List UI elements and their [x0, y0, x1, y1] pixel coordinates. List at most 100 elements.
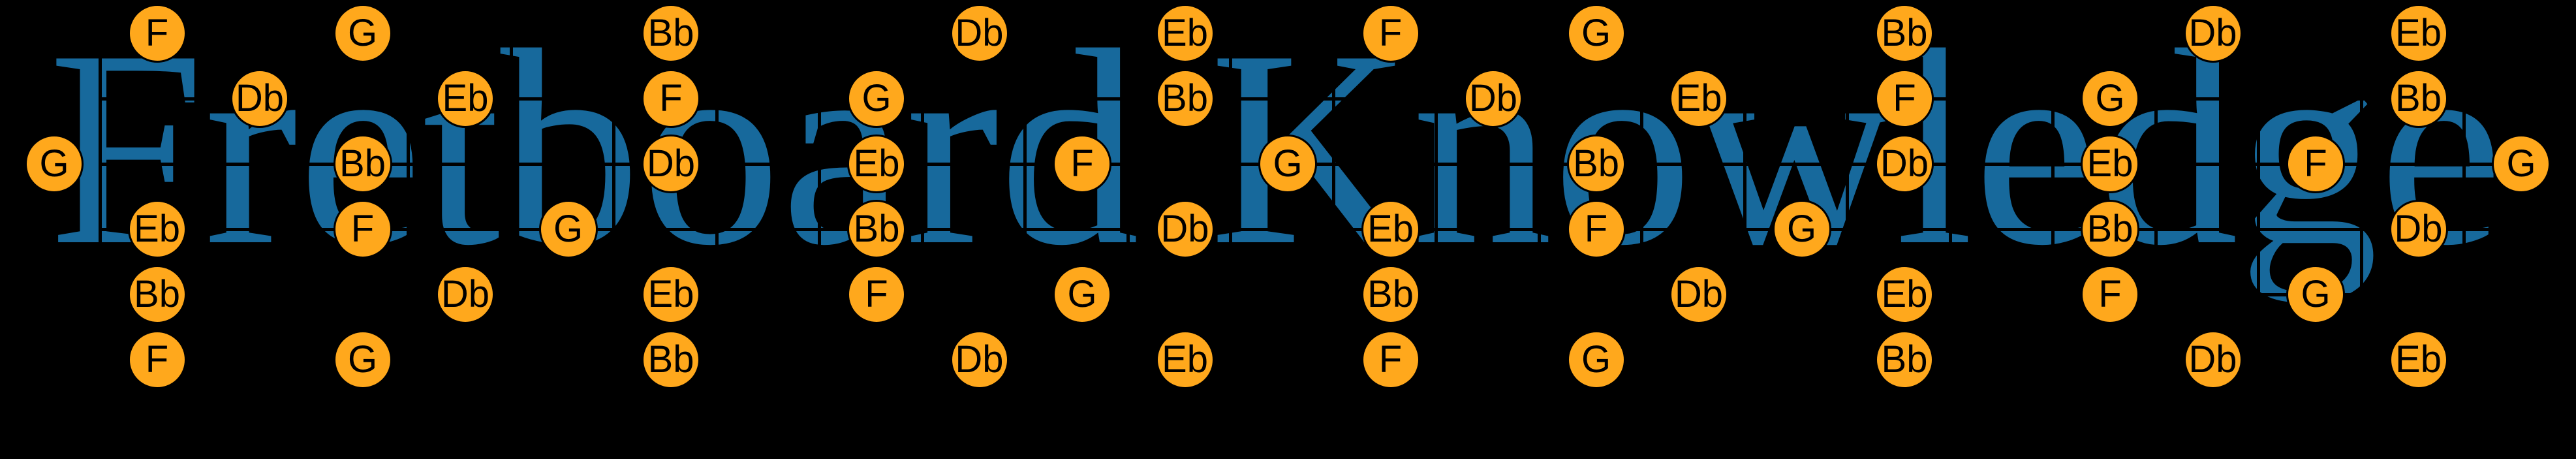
note-label: Db: [1160, 208, 1209, 250]
fret-line-18: [1948, 31, 1952, 362]
note-label: G: [39, 142, 69, 185]
note-label: G: [553, 208, 583, 250]
note-label: Db: [646, 142, 696, 185]
note-marker-s4-f17: G: [1772, 200, 1831, 259]
note-label: F: [1378, 338, 1403, 381]
string-line-2: [100, 97, 2576, 101]
note-label: Eb: [1162, 338, 1208, 381]
note-label: F: [2304, 142, 2327, 185]
fret-line-10: [1126, 31, 1130, 362]
note-marker-s1-f15: G: [1566, 4, 1626, 63]
note-label: Db: [2394, 208, 2443, 250]
note-label: Db: [1880, 142, 1929, 185]
string-line-4: [100, 227, 2576, 231]
note-label: F: [1893, 77, 1916, 119]
note-label: Db: [1674, 273, 1724, 315]
note-marker-s5-f4: Db: [436, 265, 495, 324]
note-label: Bb: [2087, 208, 2134, 250]
fret-line-14: [1537, 31, 1541, 362]
note-marker-s1-f9: Db: [950, 4, 1009, 63]
note-marker-s1-f3: G: [333, 4, 392, 63]
note-marker-s4-f3: F: [333, 200, 392, 259]
nut-line: [98, 31, 102, 362]
note-label: Eb: [134, 208, 180, 250]
note-marker-s6-f18: Bb: [1875, 330, 1934, 389]
note-marker-s3-f10: F: [1053, 135, 1111, 193]
fret-line-1: [201, 31, 204, 362]
note-marker-s5-f18: Eb: [1875, 265, 1934, 324]
note-marker-s1-f18: Bb: [1875, 4, 1934, 63]
note-label: G: [347, 338, 378, 381]
note-marker-s2-f4: Eb: [436, 69, 495, 128]
note-label: G: [1067, 273, 1097, 315]
note-label: Eb: [442, 77, 489, 119]
note-label: Bb: [339, 142, 386, 185]
note-label: Bb: [134, 273, 180, 315]
note-marker-s2-f14: Db: [1464, 69, 1523, 128]
note-label: G: [347, 12, 378, 54]
note-marker-s1-f6: Bb: [642, 4, 700, 63]
note-label: Bb: [1881, 338, 1928, 381]
fret-line-3: [407, 31, 410, 362]
string-line-3: [100, 162, 2576, 166]
note-label: G: [1581, 12, 1611, 54]
note-label: Eb: [1367, 208, 1414, 250]
note-marker-s4-f13: Eb: [1361, 200, 1420, 259]
note-marker-s6-f13: F: [1361, 330, 1420, 389]
note-marker-s2-f23: Bb: [2389, 69, 2448, 128]
note-marker-s3-f12: G: [1258, 135, 1317, 193]
note-label: Eb: [2395, 12, 2442, 54]
note-marker-s6-f1: F: [127, 330, 187, 389]
note-label: Db: [2188, 338, 2237, 381]
note-marker-s4-f23: Db: [2389, 200, 2448, 259]
note-label: Eb: [1675, 77, 1722, 119]
note-marker-s3-f3: Bb: [333, 135, 392, 193]
fret-line-24: [2565, 31, 2569, 362]
note-label: F: [1584, 208, 1608, 250]
note-label: G: [1273, 142, 1303, 185]
note-marker-s2-f2: Db: [230, 69, 289, 128]
note-marker-s3-f0: G: [25, 135, 84, 193]
note-label: Eb: [853, 142, 900, 185]
note-label: Db: [1468, 77, 1518, 119]
note-marker-s3-f20: Eb: [2081, 135, 2139, 193]
note-marker-s5-f6: Eb: [642, 265, 700, 324]
note-label: Eb: [2395, 338, 2442, 381]
fret-line-4: [509, 31, 513, 362]
note-label: F: [865, 273, 888, 315]
note-label: F: [659, 77, 683, 119]
note-marker-s5-f16: Db: [1669, 265, 1728, 324]
note-label: G: [1786, 208, 1817, 250]
note-marker-s4-f8: Bb: [847, 200, 906, 259]
note-label: Eb: [2087, 142, 2134, 185]
note-marker-s1-f13: F: [1361, 4, 1420, 63]
string-line-5: [100, 293, 2576, 296]
note-marker-s5-f20: F: [2081, 265, 2139, 324]
note-marker-s2-f11: Bb: [1155, 69, 1215, 128]
note-marker-s6-f11: Eb: [1155, 330, 1215, 389]
note-marker-s3-f24: G: [2492, 135, 2551, 193]
note-label: Bb: [647, 338, 694, 381]
note-marker-s6-f21: Db: [2183, 330, 2242, 389]
fret-line-20: [2154, 31, 2158, 362]
fret-line-21: [2257, 31, 2260, 362]
note-label: F: [145, 338, 169, 381]
fret-line-12: [1331, 31, 1335, 362]
fret-line-6: [715, 31, 719, 362]
note-label: Bb: [1367, 273, 1414, 315]
note-marker-s6-f15: G: [1566, 330, 1626, 389]
fret-line-7: [818, 31, 821, 362]
note-marker-s2-f16: Eb: [1669, 69, 1728, 128]
fret-line-19: [2051, 31, 2055, 362]
note-marker-s4-f20: Bb: [2081, 200, 2139, 259]
fret-line-9: [1023, 31, 1027, 362]
note-marker-s3-f18: Db: [1875, 135, 1934, 193]
fret-line-15: [1640, 31, 1643, 362]
note-marker-s3-f6: Db: [642, 135, 700, 193]
fret-line-2: [303, 31, 307, 362]
note-marker-s4-f1: Eb: [127, 200, 187, 259]
note-label: F: [1378, 12, 1403, 54]
note-label: G: [861, 77, 892, 119]
fret-line-22: [2359, 31, 2363, 362]
note-marker-s5-f13: Bb: [1361, 265, 1420, 324]
